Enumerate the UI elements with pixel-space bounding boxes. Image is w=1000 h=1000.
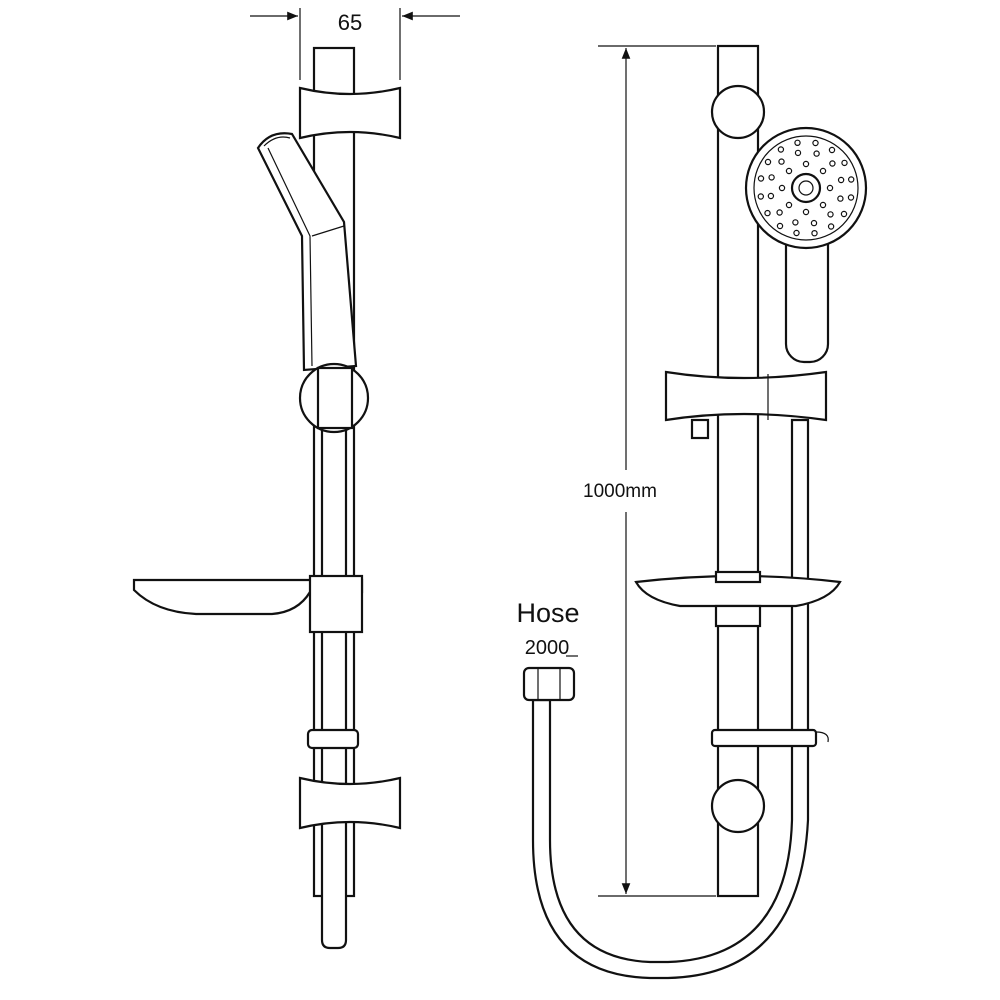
spray-nozzle xyxy=(778,158,785,165)
spray-nozzle xyxy=(768,174,775,181)
front-top-bracket xyxy=(710,84,766,140)
side-top-bracket xyxy=(298,86,402,140)
spray-nozzle xyxy=(847,194,855,201)
spray-nozzle xyxy=(794,149,802,157)
spray-nozzle xyxy=(777,146,785,153)
front-view: 1000mm xyxy=(516,44,868,980)
rail-length-label: 1000mm xyxy=(583,481,657,502)
spray-nozzle xyxy=(802,208,810,216)
front-handset xyxy=(744,126,868,364)
spray-nozzle xyxy=(793,229,800,237)
spray-nozzle xyxy=(848,176,855,183)
spray-nozzle xyxy=(778,184,786,192)
hose-title: Hose xyxy=(516,598,579,628)
spray-nozzle xyxy=(819,167,827,175)
width-dimension: 65 xyxy=(250,8,460,80)
spray-nozzle xyxy=(757,175,765,182)
spray-nozzle xyxy=(837,195,844,202)
side-slider xyxy=(298,362,370,434)
side-hose xyxy=(320,398,348,950)
spray-nozzle xyxy=(776,222,784,230)
side-handset xyxy=(256,132,358,372)
spray-nozzle xyxy=(811,229,818,237)
spray-nozzle xyxy=(785,167,793,175)
spray-nozzle xyxy=(819,201,827,209)
spray-nozzle xyxy=(813,150,820,157)
front-soap-dish xyxy=(634,570,842,628)
front-bottom-bracket xyxy=(710,778,766,834)
side-view: 65 xyxy=(132,8,460,950)
side-hose-ring xyxy=(306,728,360,750)
spray-nozzle xyxy=(764,158,772,166)
width-dimension-label: 65 xyxy=(338,10,362,35)
spray-nozzle xyxy=(828,146,836,154)
spray-nozzle xyxy=(810,219,818,227)
spray-nozzle xyxy=(812,139,819,147)
spray-nozzle xyxy=(841,159,848,167)
spray-nozzle xyxy=(764,209,771,217)
spray-nozzle xyxy=(757,193,765,200)
spray-nozzle xyxy=(840,210,848,218)
spray-nozzle xyxy=(827,211,834,218)
front-slider xyxy=(664,370,828,440)
side-soap-dish xyxy=(132,574,364,634)
front-hose xyxy=(531,418,810,980)
spray-nozzle xyxy=(792,219,799,226)
spray-nozzle xyxy=(794,139,801,146)
spray-nozzle xyxy=(829,160,836,167)
spray-nozzle xyxy=(826,184,834,192)
spray-nozzle xyxy=(802,160,810,168)
spray-nozzle xyxy=(776,209,783,216)
spray-nozzle xyxy=(767,192,775,200)
rail-length-dimension: 1000mm xyxy=(583,45,716,897)
front-hose-clip xyxy=(710,728,829,748)
spray-nozzle xyxy=(837,176,845,184)
spray-nozzle xyxy=(785,201,793,209)
side-bottom-bracket xyxy=(298,776,402,830)
hose-nut xyxy=(522,666,576,702)
hose-length-label: 2000 xyxy=(525,637,570,659)
spray-nozzle xyxy=(827,223,835,230)
